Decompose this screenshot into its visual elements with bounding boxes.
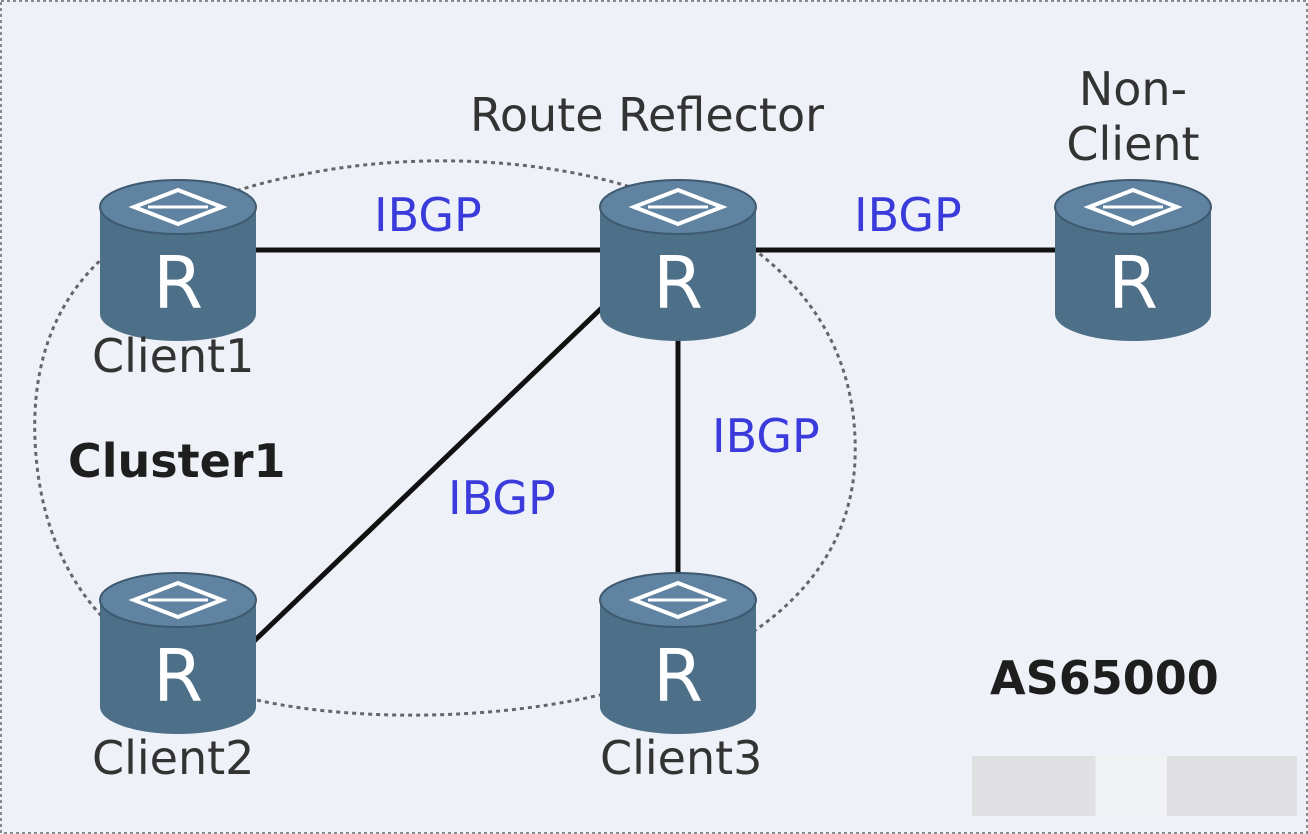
cluster-boundary	[33, 159, 857, 717]
router-client1: R	[99, 179, 257, 341]
router-top-arrows-icon	[628, 187, 728, 227]
cluster-label: Cluster1	[68, 434, 286, 488]
watermark-blur	[972, 756, 1297, 816]
non-client-label: Non- Client	[1066, 62, 1200, 172]
route-reflector-label: Route Reflector	[470, 88, 825, 142]
router-glyph: R	[653, 634, 703, 718]
router-glyph: R	[153, 634, 203, 718]
router-client3: R	[599, 572, 757, 734]
link-label-rr-nonclient: IBGP	[854, 188, 962, 242]
router-non-client: R	[1054, 179, 1212, 341]
router-glyph: R	[153, 241, 203, 325]
link-label-rr-client3: IBGP	[712, 409, 820, 463]
client2-label: Client2	[92, 731, 255, 785]
client3-label: Client3	[600, 731, 763, 785]
router-top-arrows-icon	[128, 580, 228, 620]
as-label: AS65000	[990, 651, 1219, 705]
router-route-reflector: R	[599, 179, 757, 341]
router-top-arrows-icon	[128, 187, 228, 227]
router-top-arrows-icon	[628, 580, 728, 620]
link-label-rr-client2: IBGP	[448, 471, 556, 525]
client1-label: Client1	[92, 329, 255, 383]
router-client2: R	[99, 572, 257, 734]
link-rr-client2	[248, 298, 612, 647]
router-glyph: R	[653, 241, 703, 325]
link-label-rr-client1: IBGP	[374, 188, 482, 242]
router-top-arrows-icon	[1083, 187, 1183, 227]
router-glyph: R	[1108, 241, 1158, 325]
